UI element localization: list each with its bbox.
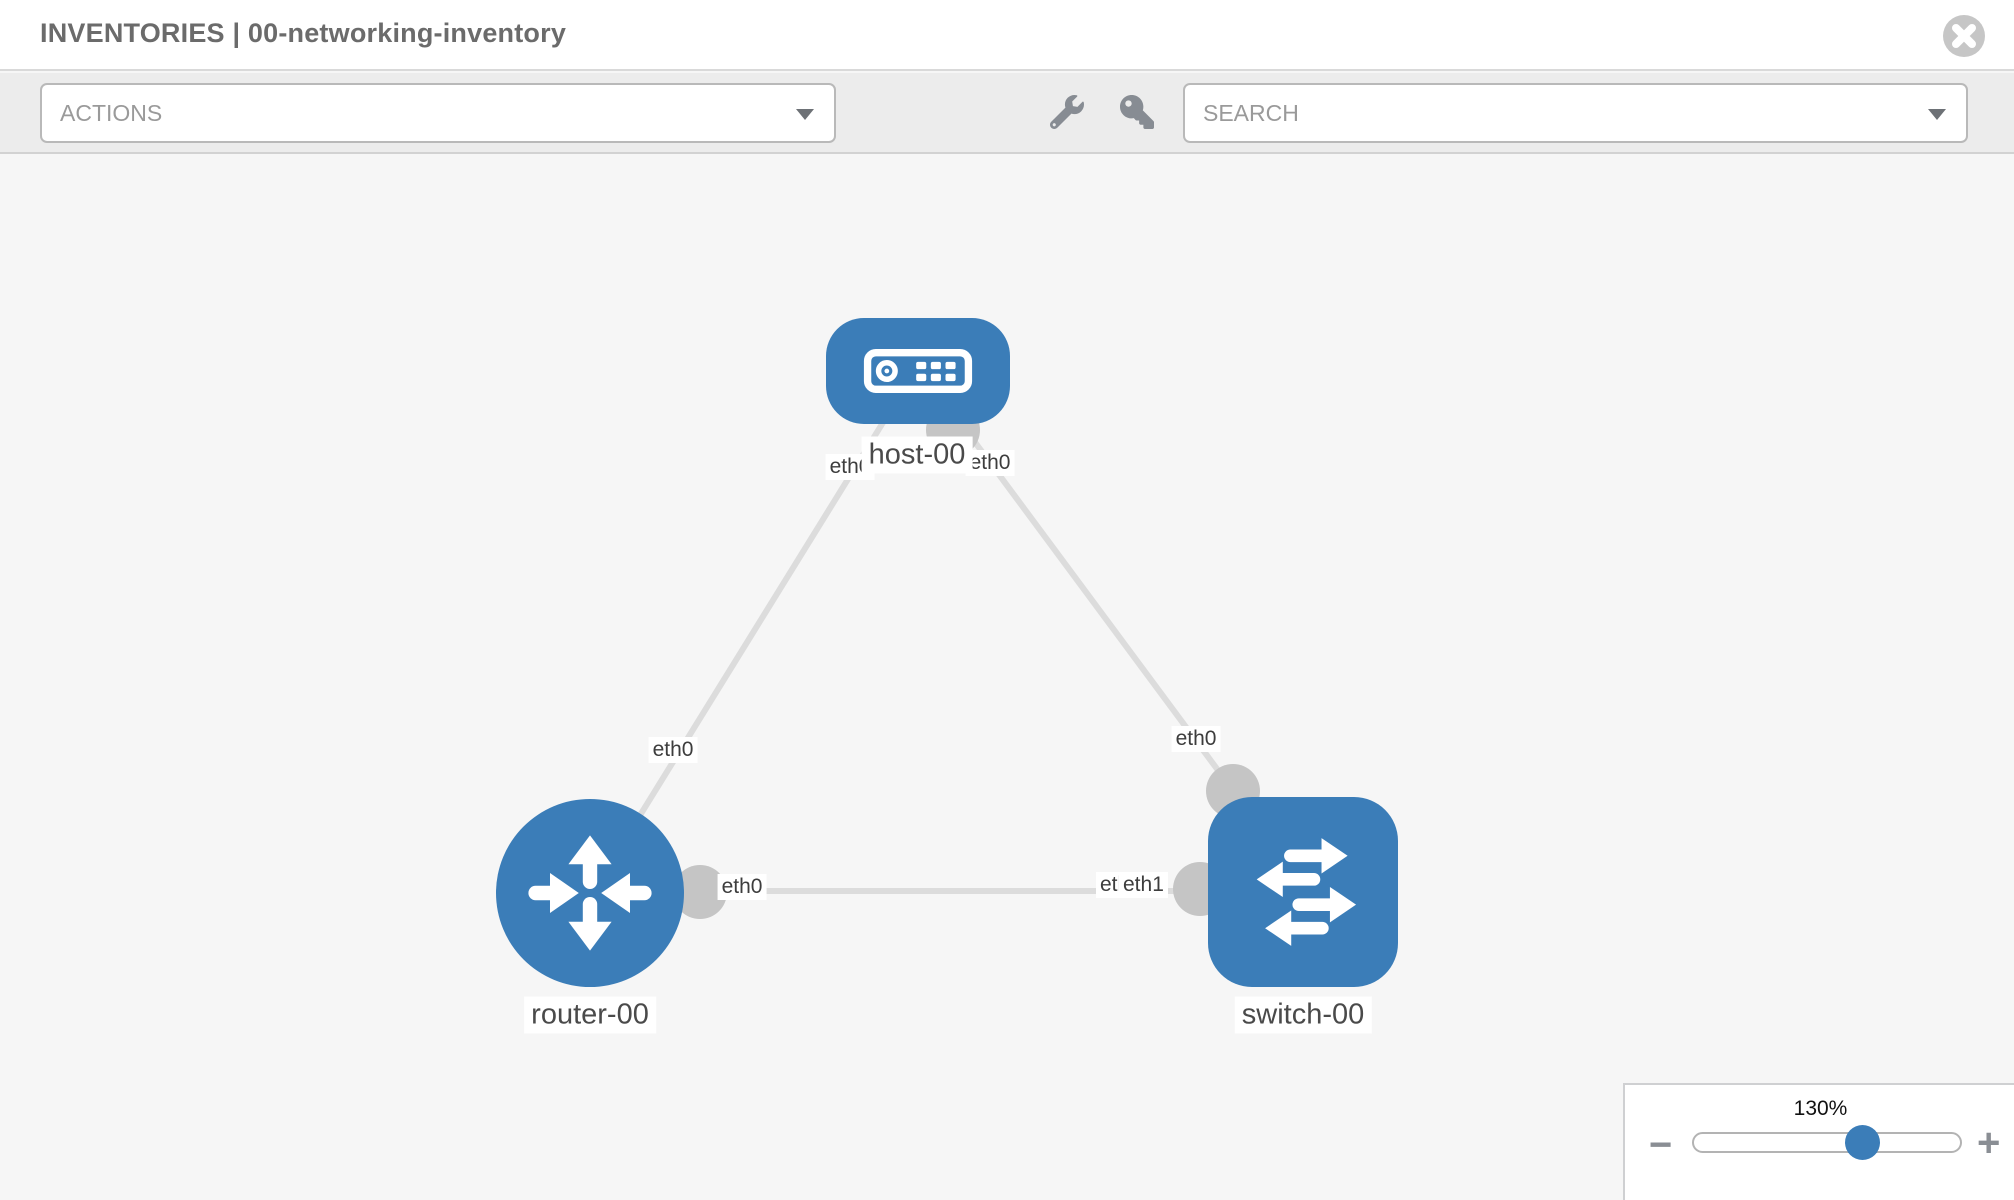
toolbar: ACTIONS SEARCH <box>0 73 2014 154</box>
zoom-level-value: 130% <box>1793 1097 1848 1120</box>
interface-label: eth0 <box>648 737 698 763</box>
key-icon[interactable] <box>1120 95 1154 129</box>
page-title: INVENTORIES | 00-networking-inventory <box>40 18 567 48</box>
host-icon <box>863 349 973 393</box>
zoom-in-button[interactable]: + <box>1977 1121 2001 1165</box>
close-button[interactable] <box>1942 14 1986 58</box>
topology-links-layer <box>597 393 1260 919</box>
node-switch-00[interactable] <box>1208 797 1398 987</box>
node-label-switch: switch-00 <box>1234 996 1372 1034</box>
search-dropdown-label: SEARCH <box>1203 99 1299 126</box>
titlebar: INVENTORIES | 00-networking-inventory <box>0 0 2014 71</box>
interface-connector-router <box>673 865 727 919</box>
actions-dropdown[interactable]: ACTIONS <box>40 83 836 143</box>
chevron-down-icon <box>796 109 814 120</box>
zoom-slider-handle[interactable] <box>1845 1125 1880 1160</box>
node-label-router: router-00 <box>524 996 656 1034</box>
interface-label: eth0 <box>965 450 1015 476</box>
interface-label: eth0 <box>1171 726 1221 752</box>
zoom-out-button[interactable]: − <box>1649 1123 1673 1167</box>
topology-canvas[interactable]: eth0 eth0 eth0 eth0 eth0 eth0 eth1 host-… <box>0 155 2014 1200</box>
interface-label: eth0 <box>717 874 767 900</box>
zoom-slider[interactable] <box>1692 1132 1962 1153</box>
node-router-00[interactable] <box>496 799 684 987</box>
router-icon <box>528 835 652 951</box>
chevron-down-icon <box>1928 109 1946 120</box>
close-icon <box>1943 15 1985 57</box>
interface-label: eth1 <box>1119 872 1168 898</box>
wrench-icon[interactable] <box>1050 95 1084 129</box>
switch-icon <box>1256 838 1357 946</box>
search-dropdown[interactable]: SEARCH <box>1183 83 1968 143</box>
zoom-control-panel: 130% − + <box>1623 1083 2014 1200</box>
actions-dropdown-label: ACTIONS <box>60 99 163 126</box>
node-label-host: host-00 <box>861 436 973 474</box>
node-host-00[interactable] <box>826 318 1010 424</box>
